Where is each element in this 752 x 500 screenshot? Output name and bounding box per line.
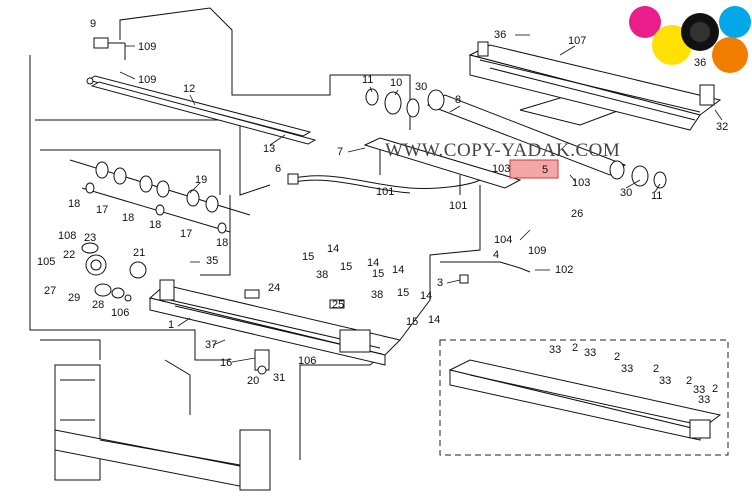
rod-part-12 <box>86 75 317 145</box>
label-14: 14 <box>327 243 339 255</box>
label-21: 21 <box>133 247 145 259</box>
label-2: 2 <box>572 342 578 354</box>
part-labels: 9 109 109 12 13 11 10 30 8 36 107 36 32 … <box>37 18 728 406</box>
label-37: 37 <box>205 339 217 351</box>
label-18: 18 <box>216 237 228 249</box>
bracket-part-9 <box>93 37 126 60</box>
label-9: 9 <box>90 18 96 30</box>
bracket-part-16 <box>254 349 270 375</box>
label-38: 38 <box>371 289 383 301</box>
label-23: 23 <box>84 232 96 244</box>
label-109: 109 <box>138 41 156 53</box>
label-109: 109 <box>528 245 546 257</box>
label-25: 25 <box>332 299 344 311</box>
highlight-box <box>509 159 559 179</box>
label-33: 33 <box>549 344 561 356</box>
label-20: 20 <box>247 375 259 387</box>
label-14: 14 <box>420 290 432 302</box>
label-30: 30 <box>415 81 427 93</box>
label-17: 17 <box>180 228 192 240</box>
label-13: 13 <box>263 143 275 155</box>
label-26: 26 <box>571 208 583 220</box>
label-101: 101 <box>376 186 394 198</box>
label-11: 11 <box>362 74 373 86</box>
watermark-text: WWW.COPY-YADAK.COM <box>385 140 620 161</box>
drive-gears <box>81 242 147 302</box>
label-106: 106 <box>298 355 316 367</box>
machine-frame <box>54 364 271 491</box>
label-33: 33 <box>659 375 671 387</box>
label-36: 36 <box>494 29 506 41</box>
label-18: 18 <box>149 219 161 231</box>
label-14: 14 <box>367 257 379 269</box>
label-8: 8 <box>455 94 461 106</box>
label-15: 15 <box>406 316 418 328</box>
main-frame-part-1 <box>148 279 401 366</box>
label-15: 15 <box>340 261 352 273</box>
label-30: 30 <box>620 187 632 199</box>
label-1: 1 <box>168 319 174 331</box>
label-27: 27 <box>44 285 56 297</box>
leader-lines <box>119 34 723 363</box>
label-2: 2 <box>653 363 659 375</box>
label-103: 103 <box>572 177 590 189</box>
label-7: 7 <box>337 146 343 158</box>
label-4: 4 <box>493 249 499 261</box>
label-15: 15 <box>372 268 384 280</box>
upper-housing <box>468 41 722 131</box>
label-10: 10 <box>390 77 402 89</box>
label-107: 107 <box>568 35 586 47</box>
pickup-rollers <box>69 159 251 234</box>
label-102: 102 <box>555 264 573 276</box>
label-2: 2 <box>614 351 620 363</box>
label-14: 14 <box>428 314 440 326</box>
label-109: 109 <box>138 74 156 86</box>
label-36: 36 <box>694 57 706 69</box>
highlight-label: 5 <box>542 164 548 176</box>
roller-part-8 <box>365 88 667 189</box>
label-38: 38 <box>316 269 328 281</box>
label-108: 108 <box>58 230 76 242</box>
label-32: 32 <box>716 121 728 133</box>
label-14: 14 <box>392 264 404 276</box>
label-105: 105 <box>37 256 55 268</box>
label-33: 33 <box>698 394 710 406</box>
label-33: 33 <box>621 363 633 375</box>
brand-logo-icon <box>629 6 751 73</box>
label-2: 2 <box>686 375 692 387</box>
label-11: 11 <box>651 190 662 202</box>
label-33: 33 <box>584 347 596 359</box>
label-12: 12 <box>183 83 195 95</box>
label-103: 103 <box>492 163 510 175</box>
label-33: 33 <box>693 384 705 396</box>
connection-lines <box>29 7 622 460</box>
label-24: 24 <box>268 282 280 294</box>
label-19: 19 <box>195 174 207 186</box>
label-104: 104 <box>494 234 512 246</box>
inset-detail-box <box>439 339 729 456</box>
label-28: 28 <box>92 299 104 311</box>
label-18: 18 <box>68 198 80 210</box>
label-35: 35 <box>206 255 218 267</box>
label-22: 22 <box>63 249 75 261</box>
wire-harness <box>287 173 481 194</box>
label-101: 101 <box>449 200 467 212</box>
label-3: 3 <box>437 277 443 289</box>
link-part-4 <box>440 261 531 284</box>
label-16: 16 <box>220 357 232 369</box>
label-31: 31 <box>273 372 285 384</box>
label-15: 15 <box>302 251 314 263</box>
label-15: 15 <box>397 287 409 299</box>
label-18: 18 <box>122 212 134 224</box>
label-29: 29 <box>68 292 80 304</box>
label-2: 2 <box>712 383 718 395</box>
bracket-part-7 <box>363 137 522 195</box>
label-6: 6 <box>275 163 281 175</box>
label-17: 17 <box>96 204 108 216</box>
label-106: 106 <box>111 307 129 319</box>
